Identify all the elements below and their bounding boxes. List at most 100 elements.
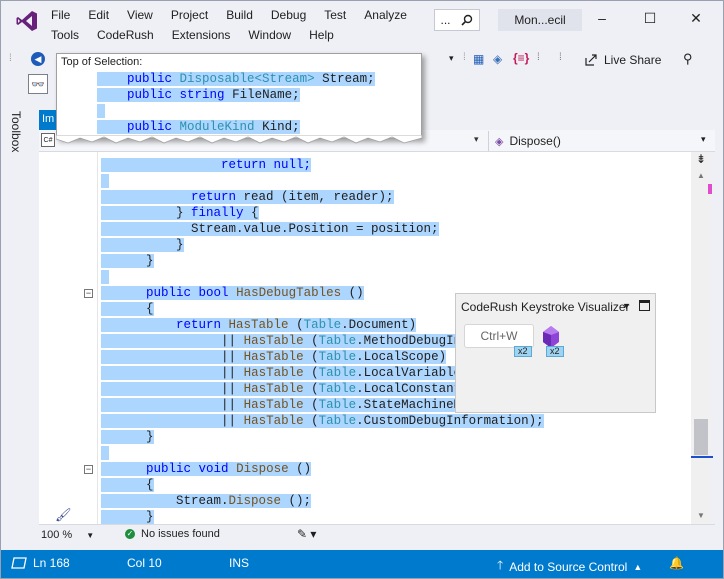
toolbox-strip	[1, 101, 35, 551]
code-line: public void Dispose ()	[101, 461, 312, 477]
close-button[interactable]: ✕	[690, 9, 702, 26]
live-share-button[interactable]: Live Share	[584, 53, 661, 67]
code-line: {	[101, 301, 154, 317]
coderush-gem-icon	[543, 326, 559, 348]
peek-title: Top of Selection:	[61, 56, 143, 68]
search-icon	[461, 14, 473, 26]
code-line: } finally {	[101, 205, 259, 221]
fold-toggle-icon[interactable]: −	[84, 288, 93, 298]
menu-analyze[interactable]: Analyze	[364, 8, 407, 22]
editor-info-bar: 100 % ▼ ✓ No issues found ✎ ▾	[39, 524, 715, 544]
keystroke-key: Ctrl+W	[464, 324, 534, 348]
zoom-dropdown[interactable]: 100 % ▼	[41, 528, 99, 542]
peek-line: public string FileName;	[97, 87, 300, 103]
visualizer-menu-arrow-icon[interactable]: ▼	[622, 301, 631, 311]
status-line-item: Ln 168	[11, 556, 70, 570]
member-dropdown-arrow-icon[interactable]: ▾	[701, 134, 706, 144]
gutter-divider	[97, 152, 98, 524]
back-icon[interactable]: ◀	[31, 52, 45, 66]
toolbar-grip-icon-3: ⁞	[537, 52, 540, 63]
visual-studio-logo-icon	[16, 11, 37, 31]
live-share-label: Live Share	[604, 53, 662, 67]
line-number: Ln 168	[33, 556, 70, 570]
menu-debug[interactable]: Debug	[270, 8, 307, 22]
menu-bar-row-1: File Edit View Project Build Debug Test …	[51, 8, 425, 22]
menu-help[interactable]: Help	[309, 28, 334, 42]
maximize-button[interactable]: ☐	[643, 9, 657, 26]
menu-window[interactable]: Window	[248, 28, 292, 42]
issues-label: No issues found	[141, 528, 220, 540]
code-line	[101, 269, 109, 285]
menu-file[interactable]: File	[51, 8, 71, 22]
code-line: public bool HasDebugTables ()	[101, 285, 364, 301]
menu-test[interactable]: Test	[324, 8, 347, 22]
code-line: return null;	[101, 157, 312, 173]
menu-tools[interactable]: Tools	[51, 28, 80, 42]
search-box[interactable]: ...	[434, 9, 480, 31]
config-dropdown-arrow-icon[interactable]: ▾	[449, 53, 454, 63]
code-line: || HasTable (Table.MethodDebugInform	[101, 333, 492, 349]
component-icon[interactable]: ◈	[493, 52, 503, 66]
code-cleanup-icon[interactable]: ✎ ▾	[297, 527, 317, 541]
peek-line: public Disposable<Stream> Stream;	[97, 71, 375, 87]
type-dropdown-arrow-icon[interactable]: ▾	[474, 134, 479, 144]
zoom-level: 100 %	[41, 529, 73, 541]
document-tab[interactable]: Im	[39, 110, 59, 130]
toolbox-tab[interactable]: Toolbox	[9, 111, 23, 153]
code-line: }	[101, 509, 154, 524]
menu-edit[interactable]: Edit	[88, 8, 110, 22]
code-line	[101, 173, 109, 189]
toolbar-grip-icon-4: ⁞	[559, 52, 562, 63]
scroll-up-icon[interactable]: ▲	[697, 171, 705, 180]
glasses-icon[interactable]: 👓	[28, 74, 48, 94]
code-line: Stream.Dispose ();	[101, 493, 312, 509]
scroll-down-icon[interactable]: ▼	[697, 511, 705, 520]
caret-up-icon: ▲	[633, 561, 643, 572]
peek-line: public ModuleKind Kind;	[97, 119, 300, 135]
gem-count-badge: x2	[546, 346, 564, 357]
code-line: {	[101, 477, 154, 493]
fold-toggle-icon[interactable]: −	[84, 464, 93, 474]
ready-icon	[11, 557, 27, 569]
scroll-thumb[interactable]	[694, 419, 708, 455]
code-editor[interactable]: − − return null; return read (item, read…	[39, 152, 691, 524]
vertical-scrollbar[interactable]	[691, 152, 711, 524]
code-line: || HasTable (Table.StateMachineMetho	[101, 397, 492, 413]
add-to-source-control-button[interactable]: 🡑 Add to Source Control ▲	[497, 556, 642, 577]
member-dropdown-label: Dispose()	[509, 134, 561, 148]
status-bar: Ln 168 Col 10 INS 🡑 Add to Source Contro…	[1, 550, 723, 578]
keystroke-visualizer-panel: CodeRush Keystroke Visualizer ▼ Ctrl+W x…	[455, 293, 656, 413]
class-view-icon[interactable]: ▦	[473, 52, 485, 66]
menu-view[interactable]: View	[127, 8, 153, 22]
search-dots: ...	[440, 13, 451, 27]
minimize-button[interactable]: –	[598, 10, 606, 26]
member-dropdown[interactable]: ◈ Dispose()	[488, 131, 706, 151]
check-circle-icon: ✓	[125, 529, 135, 539]
code-line: }	[101, 429, 154, 445]
code-line: return read (item, reader);	[101, 189, 394, 205]
brush-icon[interactable]: 🖌	[55, 507, 72, 522]
notifications-bell-icon[interactable]: 🔔	[669, 556, 684, 570]
editor-gutter	[39, 152, 99, 524]
code-line: }	[101, 237, 184, 253]
split-window-icon[interactable]: ⇟	[695, 152, 707, 166]
menu-bar-row-2: Tools CodeRush Extensions Window Help	[51, 28, 352, 42]
solution-name[interactable]: Mon...ecil	[498, 9, 582, 31]
arrow-up-icon: 🡑	[497, 558, 504, 572]
menu-project[interactable]: Project	[170, 8, 209, 22]
menu-extensions[interactable]: Extensions	[171, 28, 231, 42]
toolbar-grip-icon: ⁞	[9, 53, 12, 64]
source-control-label: Add to Source Control	[509, 559, 628, 574]
code-braces-icon[interactable]: {≡}	[513, 51, 530, 65]
issues-indicator[interactable]: ✓ No issues found	[125, 528, 220, 540]
code-line: Stream.value.Position = position;	[101, 221, 439, 237]
column-number: Col 10	[127, 556, 162, 570]
visualizer-restore-icon[interactable]	[639, 300, 650, 311]
insert-mode: INS	[229, 556, 250, 570]
menu-coderush[interactable]: CodeRush	[97, 28, 154, 42]
code-line: || HasTable (Table.LocalScope)	[101, 349, 447, 365]
zoom-dropdown-arrow-icon: ▼	[86, 530, 95, 540]
feedback-icon[interactable]: ⚲	[683, 51, 693, 66]
menu-build[interactable]: Build	[226, 8, 253, 22]
